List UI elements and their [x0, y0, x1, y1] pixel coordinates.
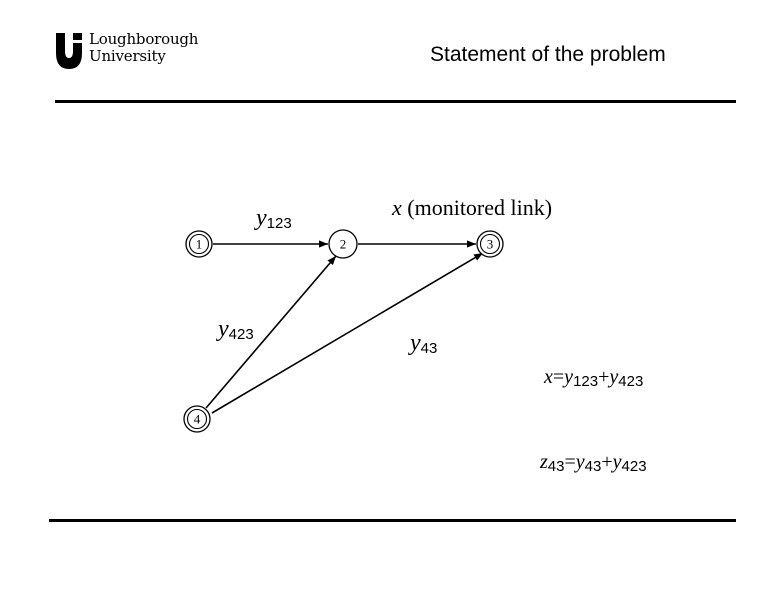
equation-x: x=y123+y423 — [544, 366, 644, 390]
node-2: 2 — [328, 229, 358, 259]
bottom-divider — [49, 519, 736, 522]
node-1: 1 — [185, 230, 213, 258]
edge-label-y123: y123 — [256, 205, 292, 232]
page-title: Statement of the problem — [430, 43, 666, 66]
equation-z43: z43=y43+y423 — [540, 451, 647, 475]
node-1-label: 1 — [196, 237, 203, 252]
node-2-label: 2 — [340, 237, 347, 252]
edge-label-y43: y43 — [410, 330, 438, 357]
logo-line-1: Loughborough — [89, 30, 199, 48]
node-4-label: 4 — [194, 412, 201, 427]
edge-4-2 — [205, 255, 337, 409]
edge-4-3 — [211, 252, 484, 414]
logo-line-2: University — [89, 47, 166, 65]
loughborough-logo-icon — [56, 33, 82, 69]
node-4: 4 — [183, 405, 211, 433]
university-name: Loughborough University — [89, 31, 198, 65]
node-3-label: 3 — [487, 237, 494, 252]
edge-label-monitored-link: x (monitored link) — [392, 195, 553, 220]
edge-label-y423: y423 — [218, 316, 254, 343]
node-3: 3 — [476, 230, 504, 258]
top-divider — [55, 100, 736, 103]
